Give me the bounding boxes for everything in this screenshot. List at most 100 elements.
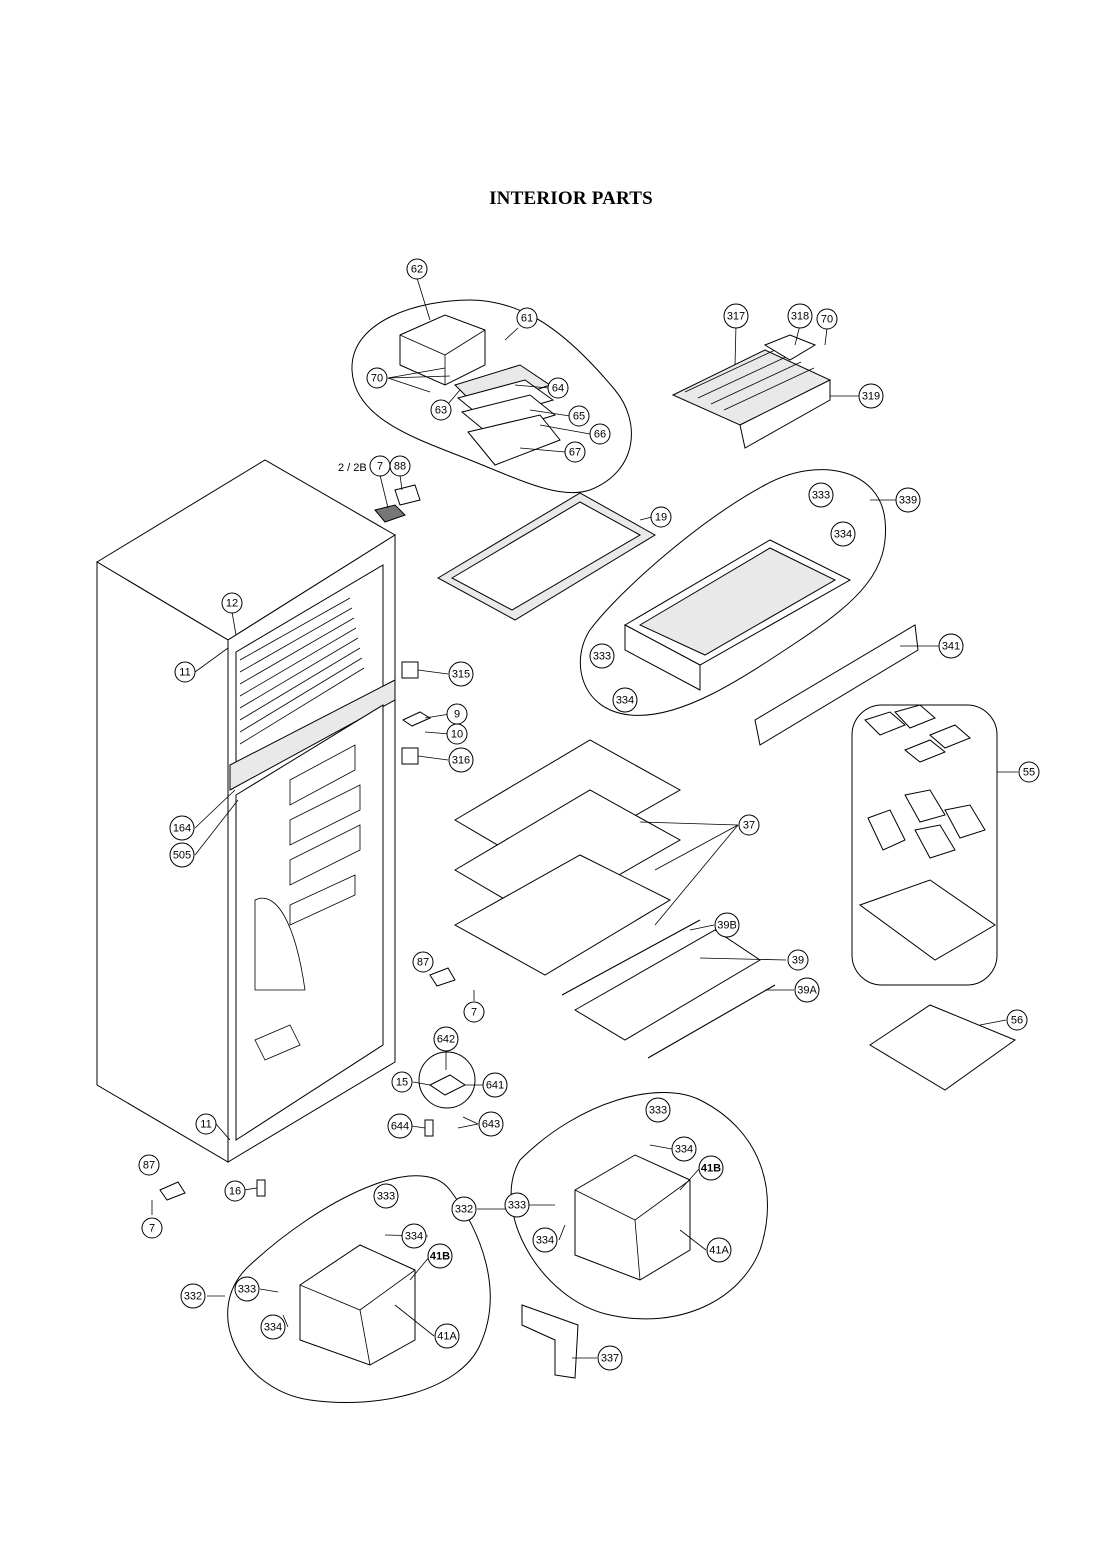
group-outline-55	[851, 704, 998, 986]
callout-12: 12	[221, 592, 243, 614]
callout-circle	[169, 842, 195, 868]
callout-41A: 41A	[434, 1323, 460, 1349]
callout-67: 67	[564, 441, 586, 463]
callout-label: 66	[594, 429, 606, 441]
ice-maker-cover	[399, 314, 486, 386]
callout-circle	[858, 383, 884, 409]
callout-circle	[427, 1243, 453, 1269]
callout-334: 334	[671, 1136, 697, 1162]
callout-39B: 39B	[714, 912, 740, 938]
callout-341: 341	[938, 633, 964, 659]
group-outline-61	[351, 299, 632, 494]
callout-334: 334	[830, 521, 856, 547]
callout-88: 88	[389, 455, 411, 477]
callout-circle	[1018, 761, 1040, 783]
callout-333: 333	[808, 482, 834, 508]
drawer-41A-b	[574, 1154, 691, 1281]
shelf-39	[574, 929, 761, 1041]
callout-65: 65	[568, 405, 590, 427]
callout-333: 333	[589, 643, 615, 669]
callout-337: 337	[597, 1345, 623, 1371]
callout-66: 66	[589, 423, 611, 445]
callout-label: 88	[394, 461, 406, 473]
callout-label: 337	[601, 1353, 619, 1365]
callout-circle	[564, 441, 586, 463]
callout-70: 70	[366, 367, 388, 389]
callout-circle	[391, 1071, 413, 1093]
callout-16: 16	[224, 1180, 246, 1202]
callout-56: 56	[1006, 1009, 1028, 1031]
callout-label: 67	[569, 447, 581, 459]
callout-circle	[516, 307, 538, 329]
callout-circle	[433, 1026, 459, 1052]
callout-label: 334	[536, 1235, 554, 1247]
callout-circle	[589, 423, 611, 445]
callout-332: 332	[180, 1283, 206, 1309]
callout-circle	[504, 1192, 530, 1218]
ice-maker-group	[351, 299, 632, 494]
callout-circle	[547, 377, 569, 399]
callout-label: 62	[411, 264, 423, 276]
callout-label: 332	[184, 1291, 202, 1303]
callout-315: 315	[448, 661, 474, 687]
callout-333: 333	[504, 1192, 530, 1218]
callout-label: 641	[486, 1080, 504, 1092]
callout-39: 39	[787, 949, 809, 971]
callout-label: 164	[173, 823, 191, 835]
callout-circle	[568, 405, 590, 427]
callout-label: 70	[371, 373, 383, 385]
callout-333: 333	[373, 1183, 399, 1209]
callout-87: 87	[412, 951, 434, 973]
lamp-holder-641	[429, 1074, 466, 1096]
callout-label: 7	[377, 461, 383, 473]
callout-41B: 41B	[698, 1155, 724, 1181]
callout-circle	[446, 723, 468, 745]
cabinet-side	[96, 561, 229, 1163]
part-16	[256, 1179, 266, 1197]
callout-circle	[787, 303, 813, 329]
tray-56	[869, 1004, 1017, 1091]
callout-label: 41B	[701, 1163, 721, 1175]
callout-circle	[260, 1314, 286, 1340]
egg-tray	[858, 879, 996, 961]
callout-label: 56	[1011, 1015, 1023, 1027]
callout-circle	[794, 977, 820, 1003]
callout-circle	[671, 1136, 697, 1162]
callout-label: 15	[396, 1077, 408, 1089]
callout-642: 642	[433, 1026, 459, 1052]
callout-label: 505	[173, 850, 191, 862]
callout-318: 318	[787, 303, 813, 329]
callout-circle	[373, 1183, 399, 1209]
callout-41B: 41B	[427, 1243, 453, 1269]
callout-circle	[895, 487, 921, 513]
callout-circle	[738, 814, 760, 836]
callout-label: 317	[727, 311, 745, 323]
callout-label: 37	[743, 820, 755, 832]
callout-circle	[650, 506, 672, 528]
bracket-319	[739, 379, 831, 449]
callout-label: 333	[377, 1191, 395, 1203]
callout-label: 41A	[437, 1331, 457, 1343]
callout-label: 333	[649, 1105, 667, 1117]
callout-circle	[723, 303, 749, 329]
callout-circle	[448, 661, 474, 687]
callout-333: 333	[645, 1097, 671, 1123]
part-644	[424, 1119, 434, 1137]
fridge-compartment	[235, 704, 384, 1141]
grille-assembly	[671, 334, 832, 449]
callout-7: 7	[141, 1217, 163, 1239]
callout-label: 41B	[430, 1251, 450, 1263]
crisper-group-339	[579, 469, 887, 716]
callout-circle	[816, 308, 838, 330]
callout-644: 644	[387, 1113, 413, 1139]
callout-label: 39A	[797, 985, 817, 997]
callout-164: 164	[169, 815, 195, 841]
divider	[229, 679, 396, 791]
callout-label: 11	[179, 667, 190, 679]
callout-circle	[401, 1223, 427, 1249]
callout-circle	[589, 643, 615, 669]
part-87-top	[429, 967, 456, 987]
callout-334: 334	[532, 1227, 558, 1253]
callout-11: 11	[195, 1113, 217, 1135]
callout-641: 641	[482, 1072, 508, 1098]
